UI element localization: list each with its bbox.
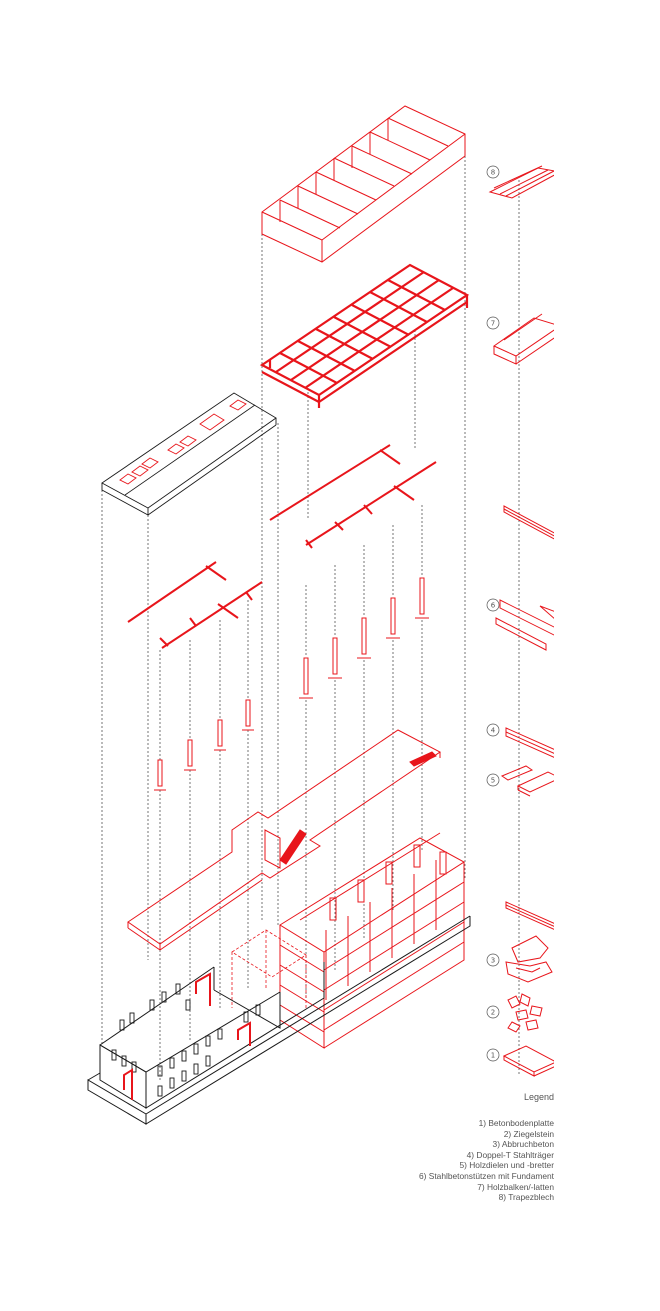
svg-text:7: 7 <box>491 320 495 328</box>
legend-title: Legend <box>523 1092 554 1102</box>
timber-roof-grid-layer <box>259 263 470 408</box>
sample-bricks <box>507 993 543 1033</box>
legend-item: 6) Stahlbetonstützen mit Fundament <box>418 1170 554 1181</box>
svg-text:6: 6 <box>491 602 496 610</box>
sample-markers: 8 7 6 4 5 3 2 1 <box>486 165 500 1062</box>
marker-2: 2 <box>486 1005 500 1019</box>
existing-building <box>87 915 471 1125</box>
steel-frame-right <box>269 444 437 549</box>
marker-6: 6 <box>486 598 500 612</box>
sample-timber-beams <box>492 313 554 365</box>
svg-text:4: 4 <box>491 727 496 735</box>
sample-steel-beam <box>505 727 554 758</box>
sample-concrete-columns <box>495 599 554 651</box>
legend-item: 4) Doppel-T Stahlträger <box>466 1149 554 1160</box>
material-samples <box>488 165 554 1077</box>
marker-8: 8 <box>486 165 500 179</box>
legend: Legend 1) Betonbodenplatte 2) Ziegelstei… <box>400 1092 554 1203</box>
svg-text:8: 8 <box>491 169 495 177</box>
legend-item: 2) Ziegelstein <box>503 1128 554 1139</box>
sample-trapezoidal-sheet <box>488 165 554 199</box>
legend-item: 1) Betonbodenplatte <box>478 1118 554 1128</box>
sample-steel-beam-lower <box>505 901 554 930</box>
svg-text:2: 2 <box>491 1009 495 1017</box>
projection-lines <box>101 140 520 1080</box>
dashed-volume <box>231 929 307 1010</box>
marker-3: 3 <box>486 953 500 967</box>
sample-floor-slab <box>502 1045 554 1077</box>
sample-rubble <box>505 935 553 983</box>
legend-item: 8) Trapezblech <box>498 1192 554 1203</box>
legend-item: 7) Holzbalken/-latten <box>477 1181 554 1192</box>
marker-5: 5 <box>486 773 500 787</box>
steel-frame-left <box>127 561 263 649</box>
existing-roof-layer <box>101 392 277 516</box>
legend-item: 3) Abbruchbeton <box>492 1139 554 1150</box>
marker-1: 1 <box>486 1048 500 1062</box>
roof-openings <box>119 399 247 485</box>
marker-4: 4 <box>486 723 500 737</box>
concrete-columns-left <box>154 699 254 791</box>
svg-text:5: 5 <box>491 777 495 785</box>
roof-slab <box>127 729 441 951</box>
svg-text:1: 1 <box>491 1052 495 1060</box>
marker-7: 7 <box>486 316 500 330</box>
legend-item: 5) Holzdielen und -bretter <box>459 1160 554 1171</box>
concrete-columns-right <box>299 577 429 699</box>
sample-steel-beam-upper <box>503 505 554 540</box>
svg-text:3: 3 <box>491 957 495 965</box>
sample-timber-boards <box>500 765 554 797</box>
red-openings <box>123 972 251 1100</box>
brick-walls <box>279 832 465 1049</box>
building-windows <box>111 983 261 1097</box>
trapezoidal-roof-layer <box>261 105 466 263</box>
